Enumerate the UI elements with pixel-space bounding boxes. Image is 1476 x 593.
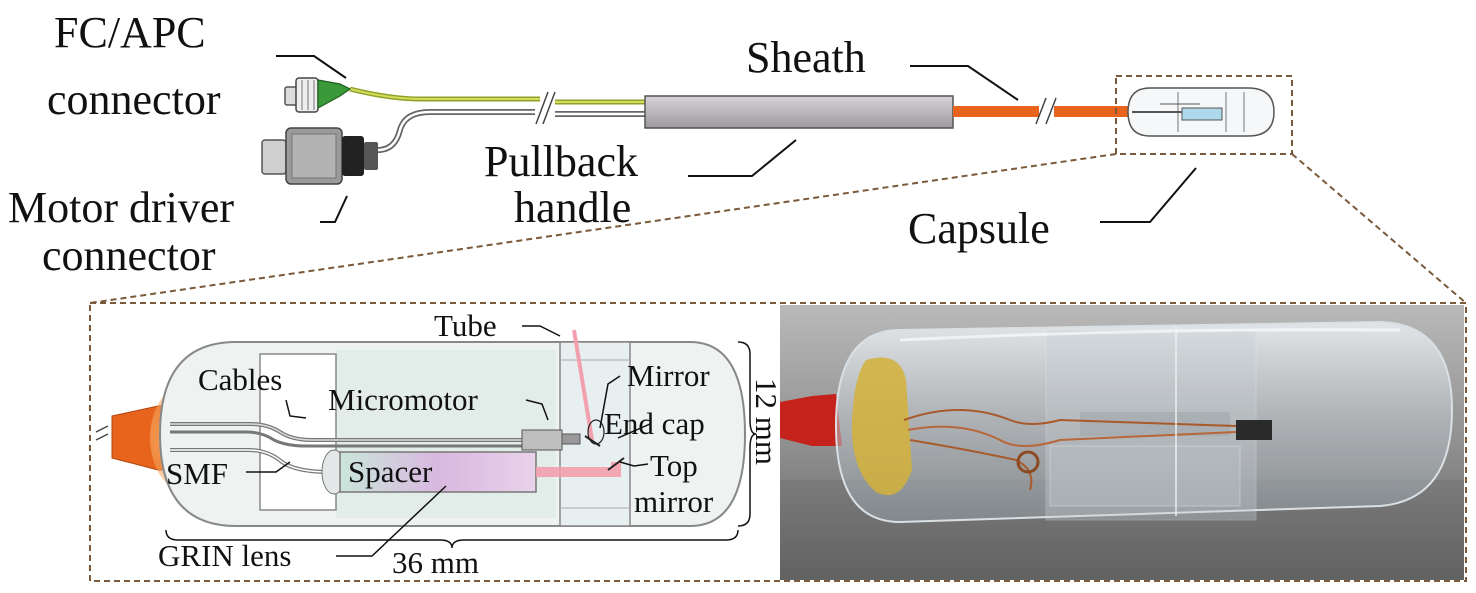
fc-apc-connector [284,77,352,113]
mirror-label: Mirror [627,358,710,393]
tube-label: Tube [434,308,497,343]
length-dimension-label: 36 mm [392,545,479,580]
capsule-schematic [95,329,747,527]
length-bracket [165,529,739,549]
pullback-handle [644,95,954,129]
capsule-small [1127,87,1275,137]
fc-apc-label-line1: FC/APC [54,8,206,57]
micromotor-label: Micromotor [328,382,478,417]
pullback-label-line1: Pullback [484,137,638,186]
fiber-cable [349,86,645,153]
top-mirror-label-line2: mirror [634,484,714,519]
smf-label: SMF [166,456,228,491]
diameter-bracket [737,341,757,527]
fc-apc-label-line2: connector [47,75,221,124]
zoom-line-left [89,153,1117,304]
capsule-label: Capsule [908,204,1050,253]
leader-lines-detail [246,325,651,557]
motor-driver-connector [261,127,378,185]
capsule-photo [780,305,1464,580]
motor-driver-label-line2: connector [42,231,216,280]
top-mirror-label-line1: Top [650,448,698,483]
spacer-label: Spacer [348,454,433,489]
sheath-label: Sheath [746,33,866,82]
pullback-label-line2: handle [514,183,631,232]
zoom-line-right [1291,153,1467,304]
motor-driver-label-line1: Motor driver [8,183,234,232]
end-cap-label: End cap [604,406,705,441]
capsule-highlight-box [1115,75,1293,155]
leader-lines-top [276,55,1197,223]
grin-lens-label: GRIN lens [158,538,291,573]
diameter-dimension-label: 12 mm [749,378,784,465]
sheath-tube [953,97,1132,125]
cables-label: Cables [198,362,282,397]
